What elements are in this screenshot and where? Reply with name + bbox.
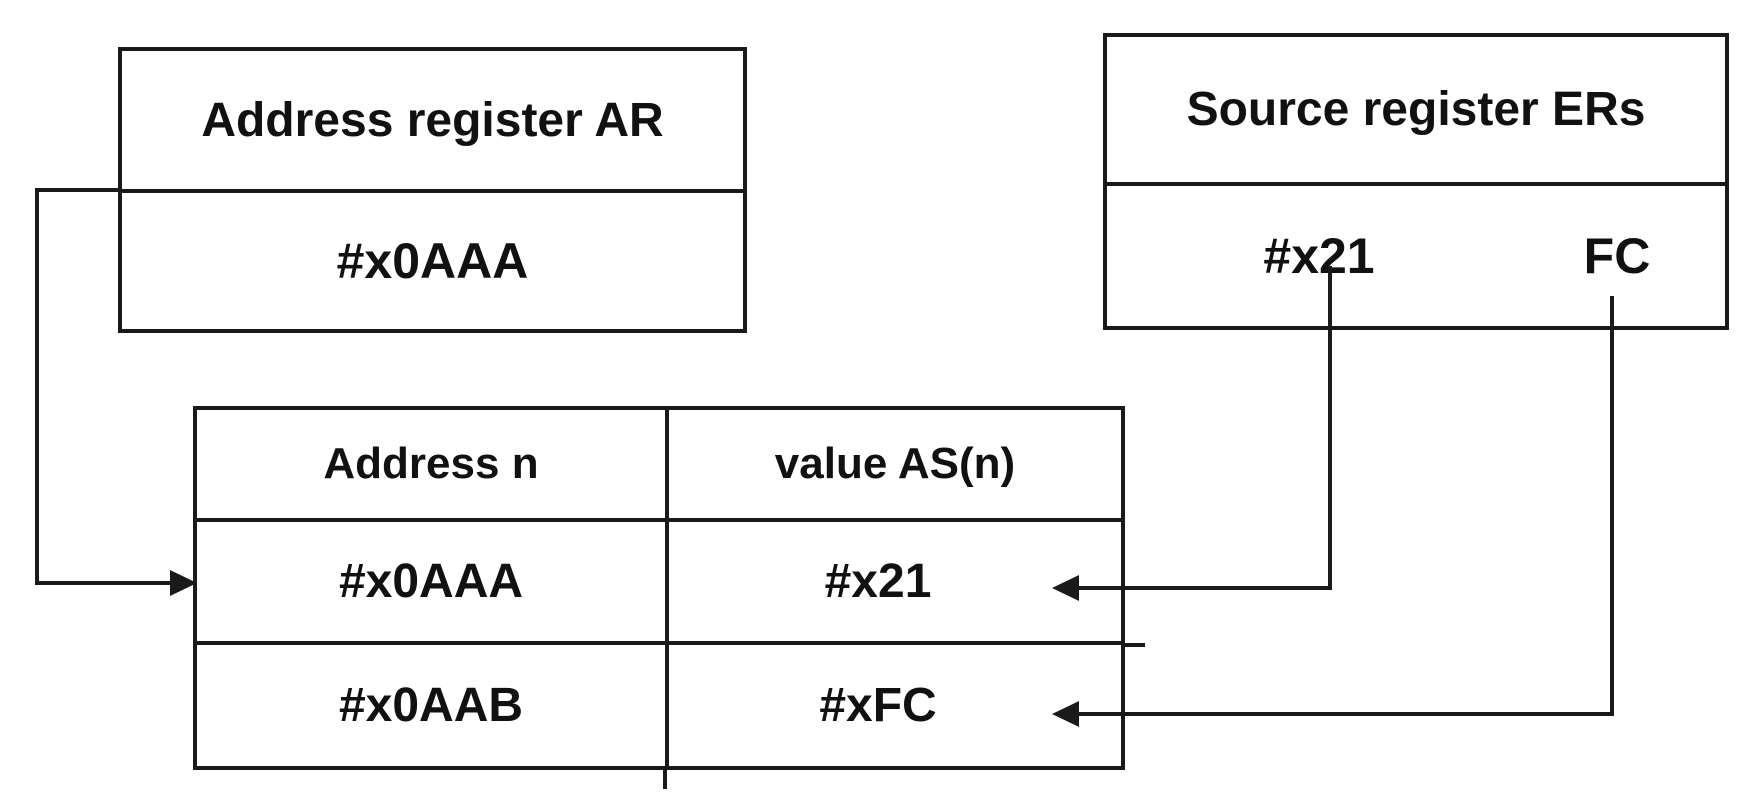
memory-table-header-row: Address n value AS(n) — [197, 410, 1121, 522]
address-register-box: Address register AR #x0AAA — [118, 47, 747, 333]
memory-table-header-address: Address n — [197, 410, 669, 518]
memory-row-1-address: #x0AAB — [197, 645, 669, 766]
table-row: #x0AAB #xFC — [197, 645, 1121, 766]
source-register-low-byte: #x21 — [1263, 228, 1375, 284]
table-row: #x0AAA #x21 — [197, 522, 1121, 645]
memory-table: Address n value AS(n) #x0AAA #x21 #x0AAB… — [193, 406, 1125, 770]
address-register-title: Address register AR — [122, 51, 743, 193]
address-register-value: #x0AAA — [336, 233, 529, 289]
memory-table-header-value: value AS(n) — [774, 439, 1016, 488]
source-register-title: Source register ERs — [1107, 37, 1725, 186]
memory-row-0-value: #x21 — [824, 555, 932, 608]
memory-row-1-value: #xFC — [819, 679, 937, 732]
memory-row-0-address: #x0AAA — [197, 522, 669, 641]
source-register-box: Source register ERs #x21 FC — [1103, 33, 1729, 330]
arrow-high-byte-to-row1-value-line — [1078, 296, 1614, 716]
source-register-high-byte: FC — [1583, 228, 1651, 284]
source-register-value-row: #x21 FC — [1107, 186, 1725, 326]
